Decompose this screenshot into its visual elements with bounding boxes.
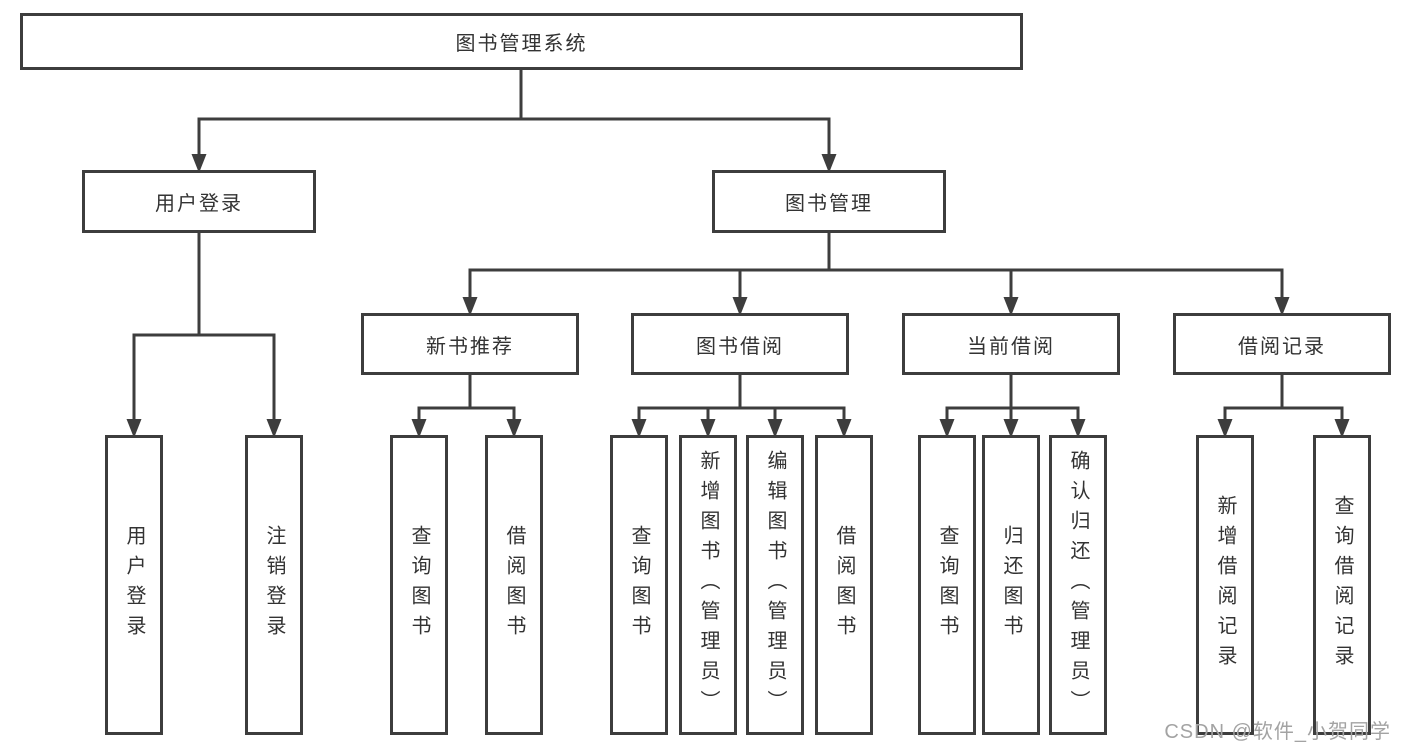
leaf-return-books: 归还图书	[982, 435, 1040, 735]
leaf-query-books-3: 查询图书	[918, 435, 976, 735]
node-new-book-recommend: 新书推荐	[361, 313, 579, 375]
leaf-edit-books-admin: 编辑图书（管理员）	[746, 435, 804, 735]
leaf-add-books-admin: 新增图书（管理员）	[679, 435, 737, 735]
leaf-borrow-books-2: 借阅图书	[815, 435, 873, 735]
connector-user-login-to-leaves	[126, 231, 282, 438]
connector-new-book-to-leaves	[411, 373, 522, 438]
leaf-borrow-books: 借阅图书	[485, 435, 543, 735]
node-user-login: 用户登录	[82, 170, 316, 233]
node-current-borrow: 当前借阅	[902, 313, 1120, 375]
leaf-user-login: 用户登录	[105, 435, 163, 735]
connector-current-borrow-to-leaves	[939, 373, 1086, 438]
leaf-query-borrow-record: 查询借阅记录	[1313, 435, 1371, 735]
node-library-system: 图书管理系统	[20, 13, 1023, 70]
connector-root-to-level2	[191, 67, 837, 173]
connector-borrow-records-to-leaves	[1217, 373, 1350, 438]
node-book-management: 图书管理	[712, 170, 946, 233]
leaf-add-borrow-record: 新增借阅记录	[1196, 435, 1254, 735]
leaf-query-books: 查询图书	[390, 435, 448, 735]
leaf-confirm-return-admin: 确认归还（管理员）	[1049, 435, 1107, 735]
node-book-borrow: 图书借阅	[631, 313, 849, 375]
leaf-query-books-2: 查询图书	[610, 435, 668, 735]
node-borrow-records: 借阅记录	[1173, 313, 1391, 375]
leaf-logout: 注销登录	[245, 435, 303, 735]
csdn-watermark: CSDN @软件_小贺同学	[1164, 721, 1391, 743]
connector-book-borrow-to-leaves	[631, 373, 852, 438]
connector-book-management-to-level3	[462, 231, 1290, 316]
